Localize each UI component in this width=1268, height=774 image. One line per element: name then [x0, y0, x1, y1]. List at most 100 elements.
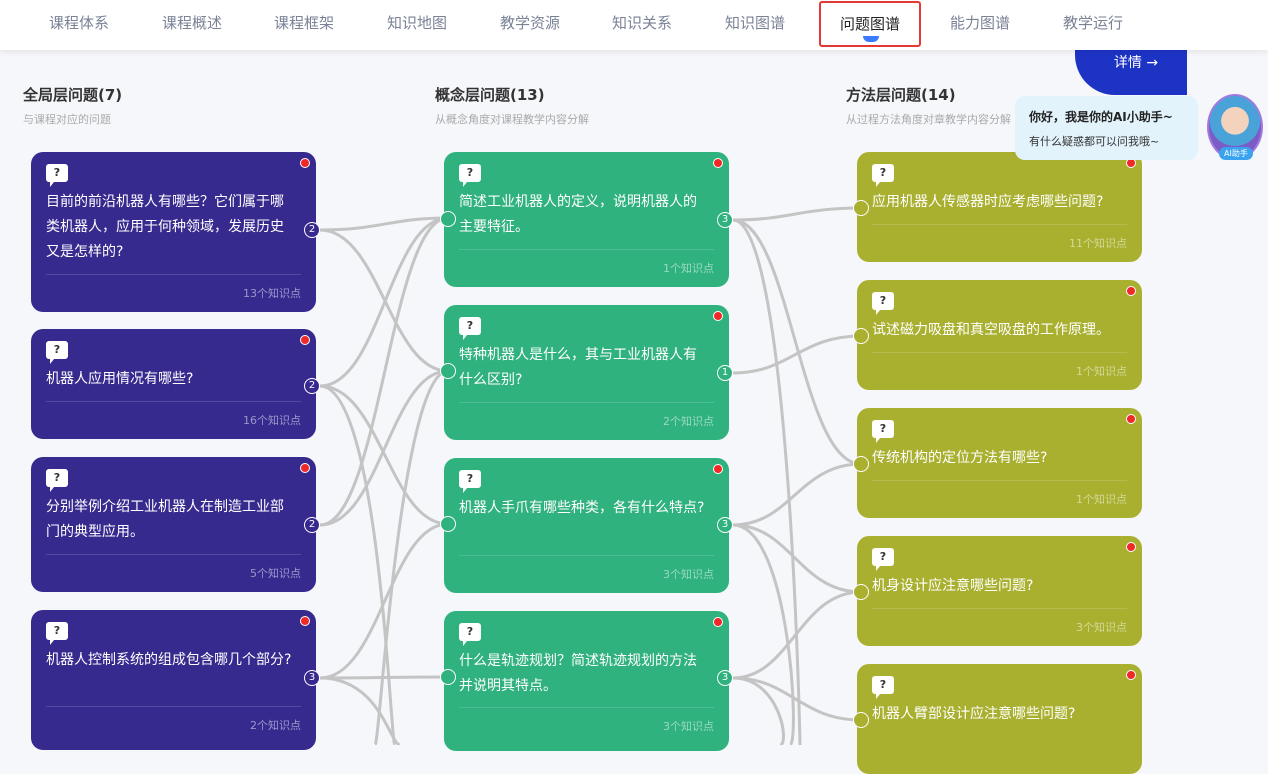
knowledge-point-count: 1个知识点: [872, 352, 1127, 390]
question-icon: ?: [459, 317, 481, 340]
ai-assistant-bubble[interactable]: 你好，我是你的AI小助手~有什么疑惑都可以问我哦~: [1015, 96, 1198, 160]
tab-course-overview[interactable]: 课程概述: [161, 14, 222, 32]
question-icon: ?: [872, 548, 894, 571]
column-subtitle: 从过程方法角度对章教学内容分解: [846, 113, 1011, 126]
knowledge-point-count: 3个知识点: [459, 555, 714, 593]
active-indicator: [863, 36, 879, 42]
tab-teaching-resources[interactable]: 教学资源: [499, 14, 560, 32]
assistant-badge: AI助手: [1219, 147, 1253, 160]
connection-lines: [319, 206, 862, 745]
knowledge-point-count: 11个知识点: [872, 224, 1127, 262]
red-dot-indicator: [713, 311, 723, 321]
knowledge-point-count: 1个知识点: [459, 249, 714, 287]
question-icon: ?: [872, 420, 894, 443]
tab-knowledge-graph[interactable]: 知识图谱: [724, 14, 785, 32]
question-card[interactable]: ? 试述磁力吸盘和真空吸盘的工作原理。 1个知识点: [853, 280, 1142, 390]
knowledge-point-count: 3个知识点: [872, 608, 1127, 646]
link-port[interactable]: 3: [717, 517, 733, 533]
red-dot-indicator: [1126, 670, 1136, 680]
question-icon: ?: [872, 292, 894, 315]
input-port[interactable]: [853, 200, 869, 216]
red-dot-indicator: [713, 158, 723, 168]
red-dot-indicator: [1126, 414, 1136, 424]
column-header-global: 全局层问题(7) 与课程对应的问题: [23, 84, 122, 127]
question-card[interactable]: ?应用机器人传感器时应考虑哪些问题?11个知识点: [853, 152, 1142, 262]
red-dot-indicator: [300, 158, 310, 168]
link-port[interactable]: 2: [304, 222, 320, 238]
tab-knowledge-map[interactable]: 知识地图: [386, 14, 447, 32]
question-icon: ?: [46, 469, 68, 492]
knowledge-point-count: 13个知识点: [46, 274, 301, 312]
knowledge-point-count: 3个知识点: [459, 707, 714, 745]
red-dot-indicator: [300, 463, 310, 473]
link-port[interactable]: 3: [304, 670, 320, 686]
question-text: 简述工业机器人的定义，说明机器人的主要特征。: [459, 194, 697, 235]
input-port[interactable]: [440, 211, 456, 227]
input-port[interactable]: [853, 456, 869, 472]
column-title: 概念层问题(13): [435, 86, 545, 104]
assistant-prompt: 有什么疑惑都可以问我哦~: [1029, 135, 1160, 148]
column-title: 方法层问题(14): [846, 86, 956, 104]
red-dot-indicator: [1126, 542, 1136, 552]
input-port[interactable]: [440, 669, 456, 685]
question-icon: ?: [459, 623, 481, 646]
column-header-method: 方法层问题(14) 从过程方法角度对章教学内容分解: [846, 84, 1011, 127]
question-card[interactable]: ? 特种机器人是什么，其与工业机器人有什么区别? 2个知识点 1: [440, 305, 733, 440]
column-title: 全局层问题(7): [23, 86, 123, 104]
column-subtitle: 与课程对应的问题: [23, 113, 111, 126]
question-card[interactable]: ?目前的前沿机器人有哪些？它们属于哪类机器人，应用于何种领域，发展历史又是怎样的…: [31, 152, 320, 312]
input-port[interactable]: [853, 584, 869, 600]
question-text: 传统机构的定位方法有哪些?: [872, 450, 1048, 466]
question-card[interactable]: ? 简述工业机器人的定义，说明机器人的主要特征。 1个知识点 3: [440, 152, 733, 287]
link-port[interactable]: 2: [304, 517, 320, 533]
red-dot-indicator: [300, 335, 310, 345]
link-port[interactable]: 1: [717, 365, 733, 381]
tab-ability-graph[interactable]: 能力图谱: [949, 14, 1010, 32]
red-dot-indicator: [300, 616, 310, 626]
question-card[interactable]: ? 分别举例介绍工业机器人在制造工业部门的典型应用。 5个知识点 2: [31, 457, 320, 592]
link-port[interactable]: 3: [717, 212, 733, 228]
question-card[interactable]: ? 传统机构的定位方法有哪些? 1个知识点: [853, 408, 1142, 518]
input-port[interactable]: [853, 328, 869, 344]
link-port[interactable]: 2: [304, 378, 320, 394]
question-text: 什么是轨迹规划？简述轨迹规划的方法并说明其特点。: [459, 653, 697, 694]
column-header-concept: 概念层问题(13) 从概念角度对课程教学内容分解: [435, 84, 589, 127]
question-icon: ?: [459, 470, 481, 493]
question-text: 机器人臂部设计应注意哪些问题?: [872, 706, 1076, 722]
question-card[interactable]: ? 机器人臂部设计应注意哪些问题?: [853, 664, 1142, 774]
question-icon: ?: [872, 676, 894, 699]
column-subtitle: 从概念角度对课程教学内容分解: [435, 113, 589, 126]
link-port[interactable]: 3: [717, 670, 733, 686]
top-nav: 课程体系 课程概述 课程框架 知识地图 教学资源 知识关系 知识图谱 问题图谱 …: [0, 0, 1268, 50]
input-port[interactable]: [853, 712, 869, 728]
question-card[interactable]: ? 机身设计应注意哪些问题? 3个知识点: [853, 536, 1142, 646]
ai-assistant-avatar[interactable]: AI助手: [1207, 94, 1263, 160]
knowledge-point-count: 16个知识点: [46, 401, 301, 439]
question-text: 机器人手爪有哪些种类，各有什么特点?: [459, 500, 705, 516]
question-text: 应用机器人传感器时应考虑哪些问题?: [872, 194, 1104, 210]
red-dot-indicator: [713, 617, 723, 627]
input-port[interactable]: [440, 363, 456, 379]
tab-course-framework[interactable]: 课程框架: [273, 14, 334, 32]
question-card[interactable]: ? 机器人手爪有哪些种类，各有什么特点? 3个知识点 3: [440, 458, 733, 593]
question-icon: ?: [459, 164, 481, 187]
question-text: 试述磁力吸盘和真空吸盘的工作原理。: [872, 322, 1110, 338]
tab-question-graph[interactable]: 问题图谱: [819, 1, 921, 47]
red-dot-indicator: [713, 464, 723, 474]
question-text: 分别举例介绍工业机器人在制造工业部门的典型应用。: [46, 499, 284, 540]
knowledge-point-count: 2个知识点: [459, 402, 714, 440]
tab-knowledge-relations[interactable]: 知识关系: [611, 14, 672, 32]
question-card[interactable]: ? 什么是轨迹规划？简述轨迹规划的方法并说明其特点。 3个知识点 3: [440, 611, 733, 751]
question-text: 目前的前沿机器人有哪些？它们属于哪类机器人，应用于何种领域，发展历史又是怎样的?: [46, 194, 284, 260]
input-port[interactable]: [440, 516, 456, 532]
question-text: 特种机器人是什么，其与工业机器人有什么区别?: [459, 347, 697, 388]
red-dot-indicator: [1126, 286, 1136, 296]
detail-button[interactable]: 详情 →: [1075, 50, 1187, 95]
tab-teaching-operation[interactable]: 教学运行: [1062, 14, 1123, 32]
question-text: 机身设计应注意哪些问题?: [872, 578, 1034, 594]
knowledge-point-count: 5个知识点: [46, 554, 301, 592]
tab-course-system[interactable]: 课程体系: [48, 14, 109, 32]
knowledge-point-count: 1个知识点: [872, 480, 1127, 518]
